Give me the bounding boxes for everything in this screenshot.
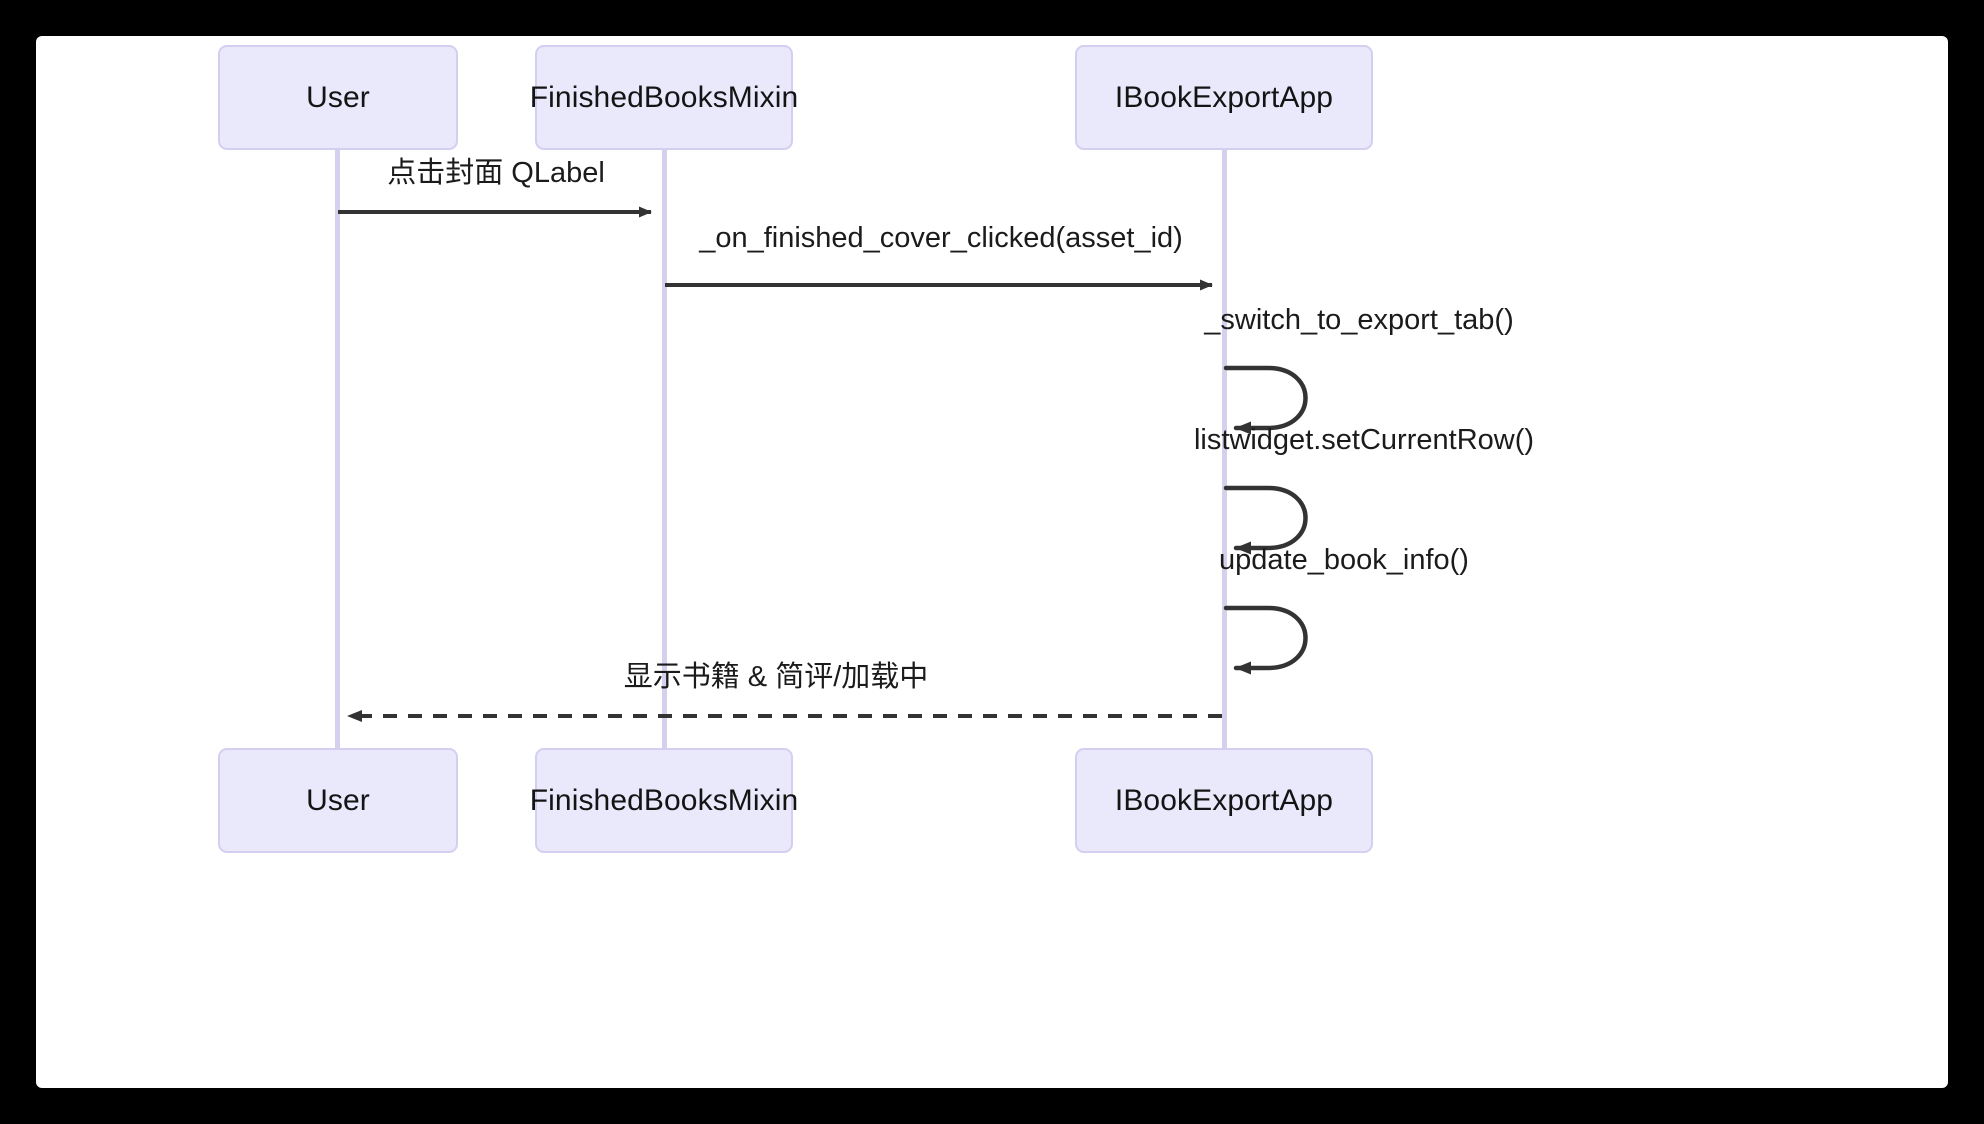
participant-label: IBookExportApp [1114, 80, 1334, 114]
participant-label: FinishedBooksMixin [529, 783, 799, 817]
participant-box-mixin-top[interactable]: FinishedBooksMixin [530, 45, 798, 150]
lifeline-app [1222, 150, 1227, 748]
participant-box-app-top[interactable]: IBookExportApp [1075, 45, 1373, 150]
arrows-layer [338, 206, 1308, 722]
lifeline-mixin [662, 150, 667, 748]
diagram-canvas: User FinishedBooksMixin IBookExportApp [36, 36, 1948, 1088]
participant-box-user-top[interactable]: User [218, 45, 458, 150]
message-label-4: listwidget.setCurrentRow() [1193, 424, 1535, 456]
participant-box-app-bottom[interactable]: IBookExportApp [1075, 748, 1373, 853]
self-call-loop-2 [1223, 485, 1308, 555]
message-label-2: _on_finished_cover_clicked(asset_id) [699, 222, 1183, 254]
participant-label: User [306, 783, 370, 817]
lifeline-user [335, 150, 340, 748]
participant-label: User [306, 80, 370, 114]
message-label-5: update_book_info() [1219, 544, 1469, 576]
self-call-loop-3 [1223, 605, 1308, 675]
sequence-diagram: User FinishedBooksMixin IBookExportApp [36, 36, 1948, 1088]
participant-box-user-bottom[interactable]: User [218, 748, 458, 853]
message-label-6: 显示书籍 & 简评/加载中 [623, 661, 929, 693]
participant-label: FinishedBooksMixin [529, 80, 799, 114]
participant-box-mixin-bottom[interactable]: FinishedBooksMixin [530, 748, 798, 853]
self-call-loop-1 [1223, 365, 1308, 435]
message-label-1: 点击封面 QLabel [387, 157, 605, 189]
message-label-3: _switch_to_export_tab() [1204, 304, 1514, 336]
participant-label: IBookExportApp [1114, 783, 1334, 817]
